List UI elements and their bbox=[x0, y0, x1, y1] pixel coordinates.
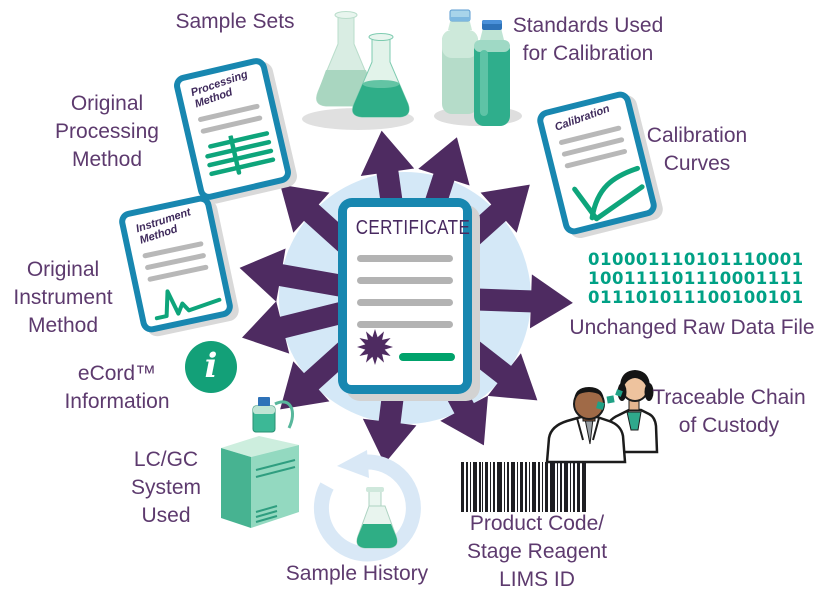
label-line: of Custody bbox=[678, 414, 780, 437]
ecord-info-icon: i bbox=[185, 341, 237, 393]
label-line: Sample History bbox=[285, 562, 429, 585]
label-calibration-curves: Calibration Curves bbox=[617, 122, 777, 178]
label-standards: Standards Used for Calibration bbox=[488, 12, 688, 68]
doc-title: Instrument Method bbox=[134, 204, 202, 246]
calibration-doc: Calibration bbox=[534, 89, 660, 237]
label-ecord: eCord™ Information bbox=[37, 360, 197, 416]
label-sample-sets: Sample Sets bbox=[135, 8, 335, 36]
doc-paper: Instrument Method bbox=[124, 200, 228, 328]
doc-title: Processing Method bbox=[189, 67, 258, 110]
label-line: System bbox=[130, 476, 201, 499]
text-line-bar bbox=[357, 321, 453, 328]
doc-paper: Processing Method bbox=[179, 63, 286, 195]
label-line: Product Code/ bbox=[469, 512, 605, 535]
binary-data: 010001110101110001 100111101110001111 01… bbox=[588, 250, 804, 307]
seal-starburst-icon bbox=[357, 329, 393, 365]
label-line: eCord™ bbox=[77, 362, 157, 385]
label-line: for Calibration bbox=[522, 42, 654, 65]
certificate-title: CERTIFICATE bbox=[355, 217, 471, 239]
lcgc-instrument-icon bbox=[221, 397, 299, 528]
label-lcgc: LC/GC System Used bbox=[106, 446, 226, 530]
certificate: CERTIFICATE bbox=[338, 198, 472, 394]
certificate-paper: CERTIFICATE bbox=[347, 207, 471, 385]
label-line: Sample Sets bbox=[175, 10, 295, 33]
label-line: Original bbox=[70, 92, 144, 115]
sample-history-icon bbox=[313, 450, 421, 562]
label-line: Traceable Chain bbox=[652, 386, 806, 409]
label-line: Information bbox=[64, 390, 170, 413]
radial-arrow bbox=[440, 271, 574, 330]
label-line: Processing bbox=[55, 120, 159, 143]
label-line: LC/GC bbox=[133, 448, 199, 471]
label-custody: Traceable Chain of Custody bbox=[639, 384, 819, 440]
label-sample-history: Sample History bbox=[257, 560, 457, 588]
chromatogram-peak-icon bbox=[154, 289, 222, 321]
scientists-icon bbox=[545, 370, 659, 464]
label-line: Calibration bbox=[646, 124, 748, 147]
binary-line: 010001110101110001 bbox=[588, 250, 804, 269]
label-line: LIMS ID bbox=[499, 568, 575, 591]
standards-bottles-icon bbox=[434, 9, 522, 126]
table-graphic-icon bbox=[205, 131, 276, 177]
binary-line: 100111101110001111 bbox=[588, 269, 804, 288]
info-i-glyph: i bbox=[204, 346, 218, 386]
doc-paper: Calibration bbox=[542, 96, 652, 230]
label-line: Method bbox=[27, 314, 99, 337]
instrument-method-doc: Instrument Method bbox=[117, 193, 235, 335]
label-line: Instrument bbox=[13, 286, 113, 309]
processing-method-doc: Processing Method bbox=[171, 55, 294, 203]
label-lims: Product Code/ Stage Reagent LIMS ID bbox=[437, 510, 637, 594]
signature-line bbox=[399, 353, 455, 361]
binary-line: 011101011100100101 bbox=[588, 288, 804, 307]
text-line-bar bbox=[357, 277, 453, 284]
label-line: Curves bbox=[663, 152, 731, 175]
label-line: Stage Reagent bbox=[466, 540, 608, 563]
label-line: Original bbox=[26, 258, 100, 281]
label-line: Method bbox=[71, 148, 143, 171]
calibration-curve-icon bbox=[572, 165, 645, 222]
label-original-instrument: Original Instrument Method bbox=[0, 256, 126, 340]
label-line: Used bbox=[141, 504, 191, 527]
label-line: Standards Used bbox=[512, 14, 664, 37]
barcode bbox=[461, 462, 586, 512]
label-raw-data: Unchanged Raw Data File bbox=[558, 314, 826, 342]
sample-flasks-icon bbox=[302, 11, 414, 130]
label-line: Unchanged Raw Data File bbox=[569, 316, 815, 339]
label-original-processing: Original Processing Method bbox=[27, 90, 187, 174]
text-line-bar bbox=[357, 299, 453, 306]
text-line-bar bbox=[357, 255, 453, 262]
